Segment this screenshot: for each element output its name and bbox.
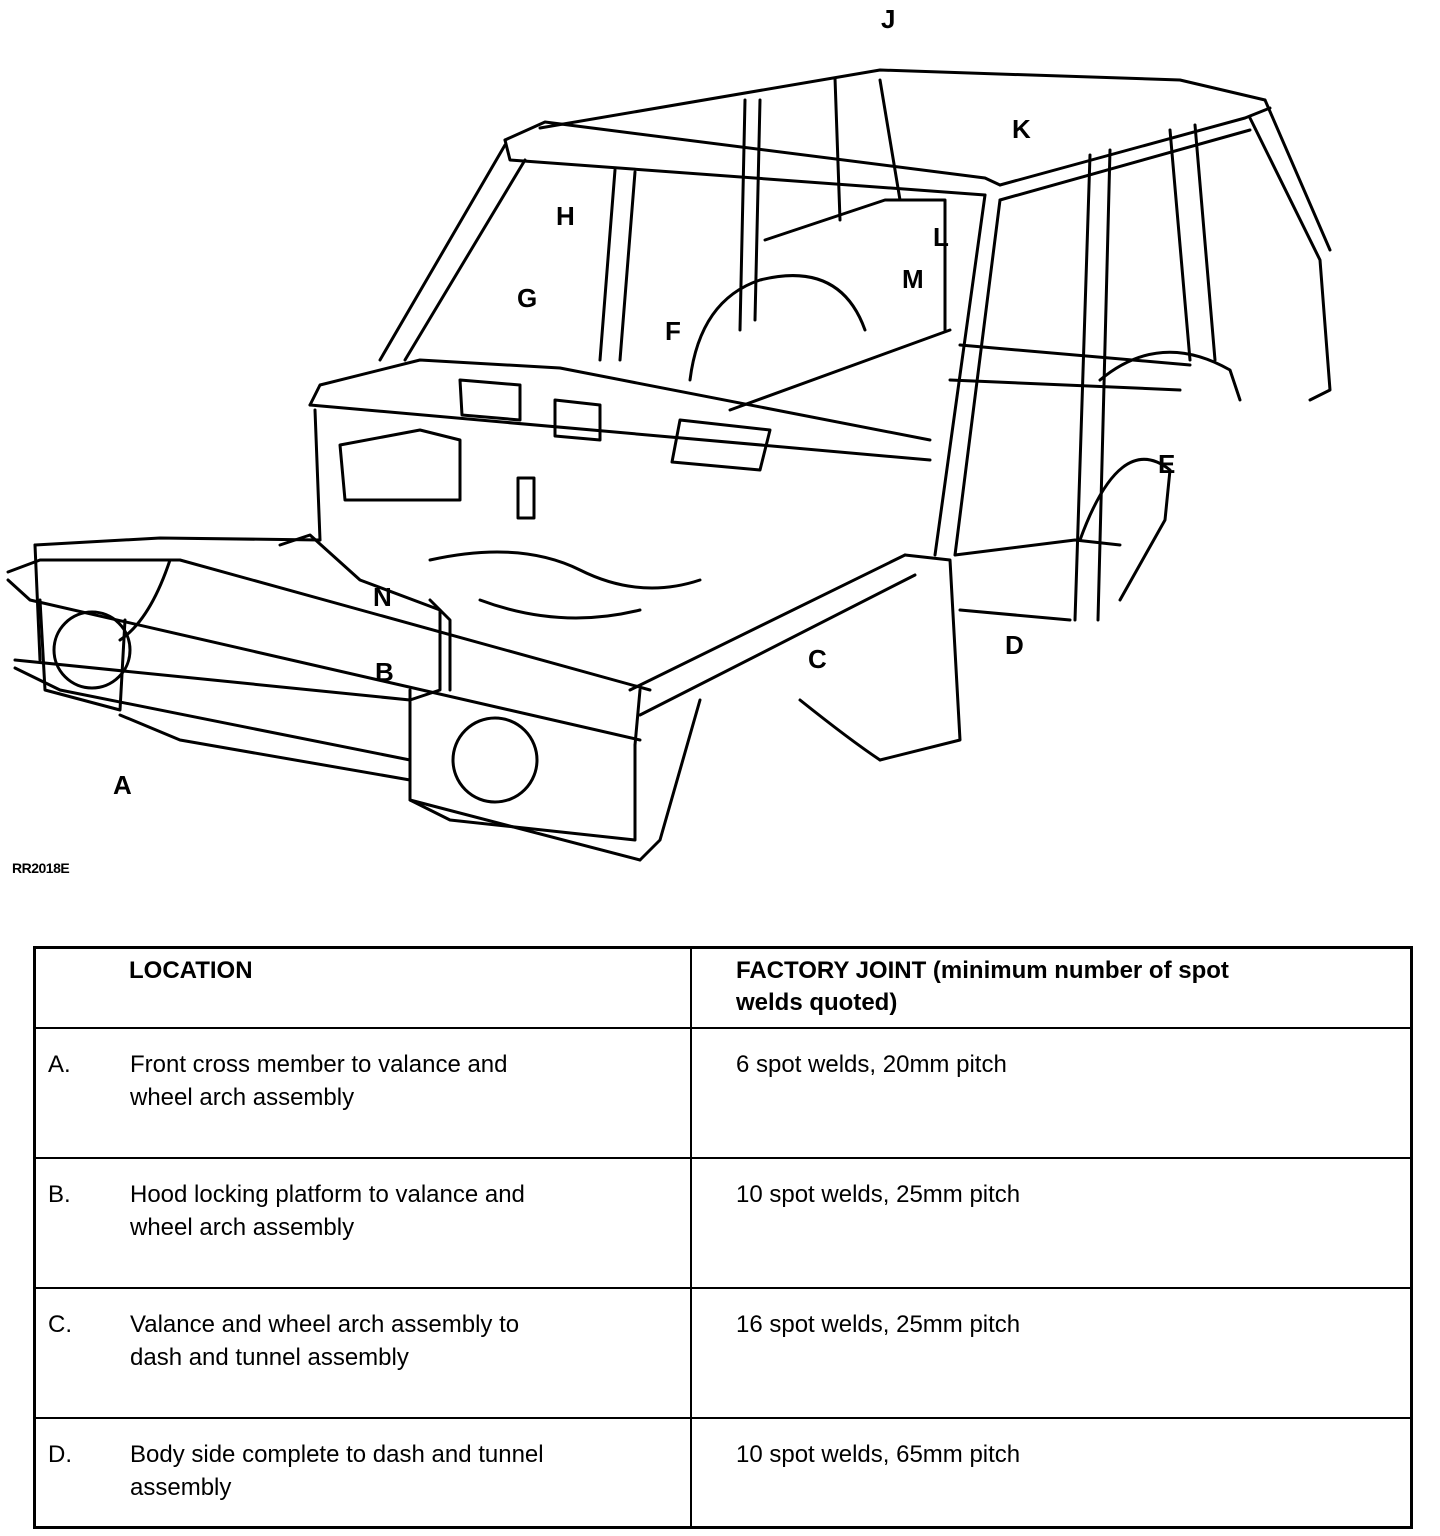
table-row: B. Hood locking platform to valance and … [36, 1159, 1410, 1289]
row-joint: 16 spot welds, 25mm pitch [736, 1311, 1021, 1338]
table-row: C. Valance and wheel arch assembly to da… [36, 1289, 1410, 1419]
row-letter: D. [48, 1441, 72, 1468]
callout-label: B [375, 657, 394, 687]
row-joint: 10 spot welds, 25mm pitch [736, 1181, 1021, 1208]
row-location: Valance and wheel arch assembly to dash … [130, 1311, 520, 1371]
spot-weld-table: LOCATION FACTORY JOINT (minimum number o… [33, 946, 1413, 1529]
body-shell-diagram: J K H L M G F E N B C D A RR2018E [6, 4, 1332, 876]
column-header-location: LOCATION [129, 957, 253, 984]
row-joint: 6 spot welds, 20mm pitch [736, 1051, 1007, 1078]
row-letter: A. [48, 1051, 71, 1078]
row-letter: B. [48, 1181, 71, 1208]
callout-label: K [1012, 114, 1031, 144]
callout-label: D [1005, 630, 1024, 660]
body-shell-drawing [6, 68, 1332, 862]
row-joint: 10 spot welds, 65mm pitch [736, 1441, 1021, 1468]
callout-label: H [556, 201, 575, 231]
callout-label: J [881, 4, 896, 34]
callout-label: C [808, 644, 827, 674]
callout-label: M [902, 264, 924, 294]
row-location: Hood locking platform to valance and whe… [130, 1181, 525, 1241]
callout-label: F [665, 316, 681, 346]
callout-label: G [517, 283, 538, 313]
table-row: D. Body side complete to dash and tunnel… [36, 1419, 1410, 1526]
callout-label: E [1158, 449, 1176, 479]
callout-label: N [373, 582, 392, 612]
row-location: Body side complete to dash and tunnel as… [130, 1441, 544, 1501]
table-header-row: LOCATION FACTORY JOINT (minimum number o… [36, 949, 1410, 1029]
figure-reference: RR2018E [12, 860, 70, 876]
row-location: Front cross member to valance and wheel … [130, 1051, 508, 1111]
callout-label: L [933, 222, 949, 252]
column-header-factory-joint: FACTORY JOINT (minimum number of spot we… [736, 957, 1229, 1016]
row-letter: C. [48, 1311, 72, 1338]
callout-label: A [113, 770, 132, 800]
table-row: A. Front cross member to valance and whe… [36, 1029, 1410, 1159]
